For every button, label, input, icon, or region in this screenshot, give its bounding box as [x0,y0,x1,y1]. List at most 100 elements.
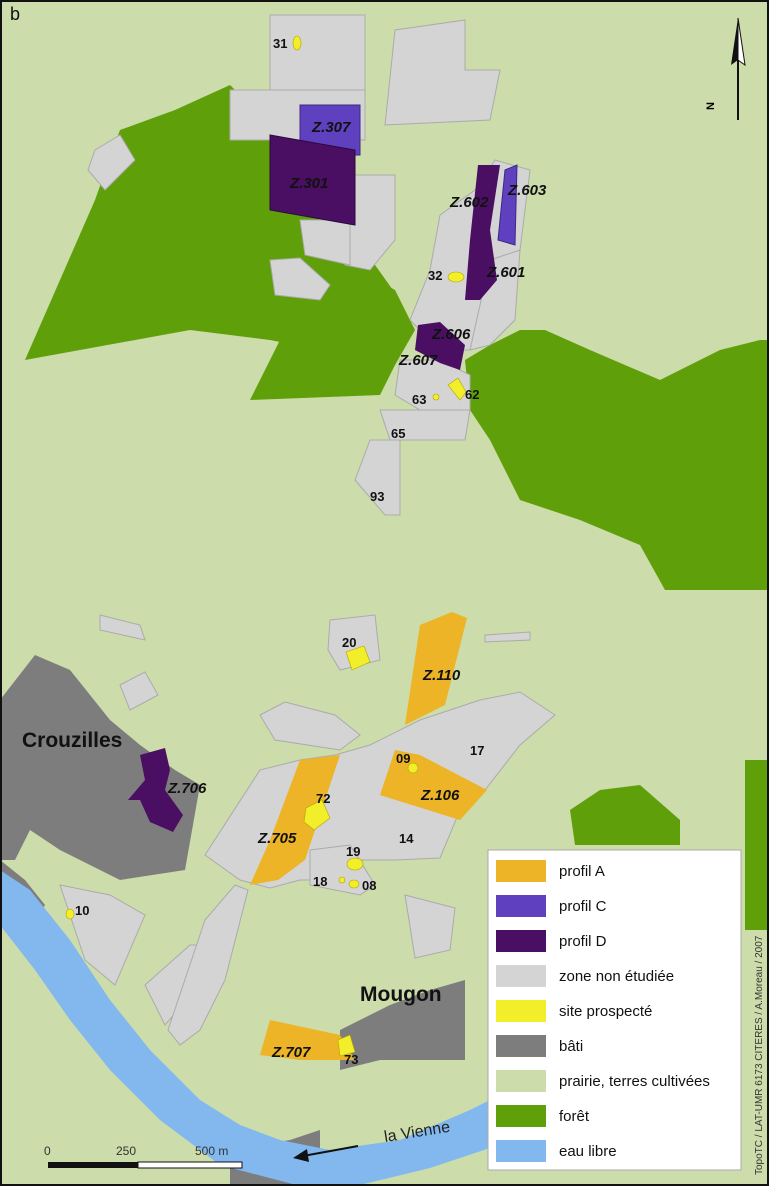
site-09-shape [407,762,419,774]
zone-gray-near-mougon [404,894,456,959]
river-flow-arrow [293,1145,359,1162]
site-10-label: 10 [75,903,89,918]
legend-swatch-prairie [496,1070,546,1092]
scale-tick-0: 0 [44,1144,51,1158]
zone-gray-600s-east [469,249,521,351]
label-z110: Z.110 [422,667,461,684]
site-65-label: 65 [391,426,405,441]
built-crouzilles [0,655,200,880]
site-63-shape [432,393,440,401]
forest-east-edge [745,760,769,930]
site-31-label: 31 [273,36,287,51]
site-08-shape [348,879,360,889]
zone-gray-long [167,884,249,1046]
label-z601: Z.601 [486,264,525,281]
legend-label-profil-c: profil C [559,898,607,915]
scale-bar-segment-1 [48,1162,138,1168]
built-mougon [340,980,465,1070]
zone-z705 [250,755,340,885]
place-mougon: Mougon [360,983,442,1006]
label-z705: Z.705 [257,830,297,847]
site-73-label: 73 [344,1052,358,1067]
zone-gray-strip [99,614,146,641]
site-20-label: 20 [342,635,356,650]
site-20-shape [345,645,371,671]
site-17-label: 17 [470,743,484,758]
zone-gray-65 [379,409,471,441]
site-19-shape [346,857,364,871]
zone-gray-small-nw [87,134,136,191]
label-z602: Z.602 [449,194,489,211]
zone-z603 [497,164,518,246]
forest-northeast [465,330,769,590]
site-19-label: 19 [346,844,360,859]
legend-label-bati: bâti [559,1038,583,1055]
legend-label-zone-non-etudiee: zone non étudiée [559,968,674,985]
zone-z301 [269,134,356,226]
label-z706: Z.706 [167,780,207,797]
legend-swatch-foret [496,1105,546,1127]
zone-z106 [380,750,487,820]
map-legend: profil A profil C profil D zone non étud… [487,849,742,1171]
prospected-sites [65,35,467,1057]
label-z603: Z.603 [507,182,547,199]
label-z106: Z.106 [420,787,460,804]
site-32-shape [447,271,465,283]
panel-letter: b [10,4,20,24]
legend-swatch-bati [496,1035,546,1057]
label-z301: Z.301 [289,175,328,192]
zone-z706 [128,748,183,832]
zone-z707 [260,1020,355,1060]
site-18-label: 18 [313,874,327,889]
place-crouzilles: Crouzilles [22,729,122,752]
legend-swatch-profil-d [496,930,546,952]
north-arrow: N [705,17,746,120]
zone-gray-mid [259,701,361,751]
site-73-shape [337,1034,356,1057]
north-arrow-label: N [705,102,717,110]
label-z707: Z.707 [271,1044,311,1061]
zone-z110 [405,612,467,725]
legend-label-site-prospecte: site prospecté [559,1003,652,1020]
site-93-label: 93 [370,489,384,504]
site-32-label: 32 [428,268,442,283]
legend-label-profil-a: profil A [559,863,605,880]
site-72-label: 72 [316,791,330,806]
zone-gray-west [269,257,331,301]
forest-north-center [250,260,415,400]
label-z607: Z.607 [398,352,438,369]
site-63-label: 63 [412,392,426,407]
scale-bar: 0 250 500 m [44,1144,243,1169]
label-z606: Z.606 [431,326,471,343]
zone-gray-10 [59,884,146,986]
legend-swatch-zone-non-etudiee [496,965,546,987]
scale-tick-250: 250 [116,1144,136,1158]
site-62-label: 62 [465,387,479,402]
scale-tick-500: 500 m [195,1144,228,1158]
legend-swatch-profil-c [496,895,546,917]
legend-label-foret: forêt [559,1108,590,1125]
site-31-shape [292,35,302,51]
legend-swatch-profil-a [496,860,546,882]
forest-east [570,785,680,845]
zone-gray-north-east [384,19,501,126]
legend-label-profil-d: profil D [559,933,607,950]
legend-label-eau-libre: eau libre [559,1143,617,1160]
site-09-label: 09 [396,751,410,766]
river-vienne [0,870,490,1186]
map-credit: TopoTC / LAT-UMR 6173 CITERES / A.Moreau… [754,935,765,1175]
site-18-shape [338,876,346,884]
site-62-shape [447,377,467,401]
zone-z602-z601 [465,165,500,300]
zone-gray-north [269,14,366,91]
scale-bar-segment-2 [137,1161,243,1169]
zone-gray-93 [354,439,401,516]
legend-swatch-eau-libre [496,1140,546,1162]
legend-swatch-site-prospecte [496,1000,546,1022]
site-14-label: 14 [399,831,414,846]
label-z307: Z.307 [311,119,351,136]
site-10-shape [65,908,75,920]
